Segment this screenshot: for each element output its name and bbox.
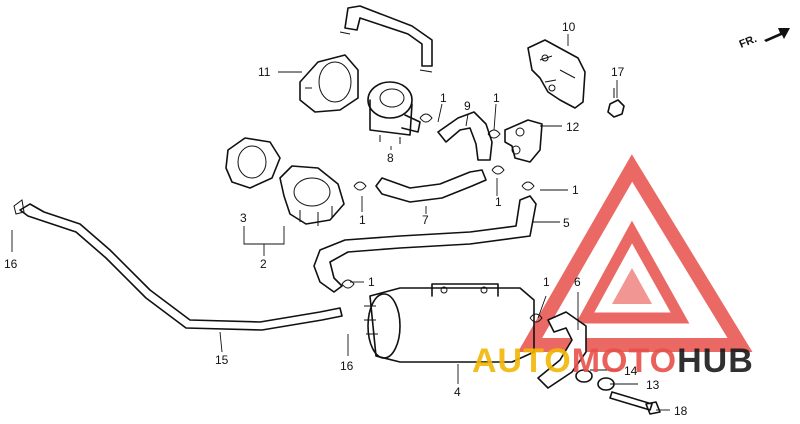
watermark-part-auto: AUTO bbox=[472, 342, 572, 380]
callout-10: 10 bbox=[562, 20, 576, 34]
forward-arrow-icon bbox=[764, 28, 790, 42]
callout-3: 3 bbox=[240, 211, 247, 225]
svg-text:AUTOMOTOHUB: AUTOMOTOHUB bbox=[472, 342, 754, 380]
callout-13: 13 bbox=[646, 378, 660, 392]
watermark-part-moto: MOTO bbox=[572, 342, 677, 380]
callout-5: 5 bbox=[563, 216, 570, 230]
callout-2: 2 bbox=[260, 257, 267, 271]
callout-14: 14 bbox=[624, 364, 638, 378]
callout-1c: 1 bbox=[495, 195, 502, 209]
rubber-mount-part-11 bbox=[299, 54, 359, 113]
callout-1g: 1 bbox=[543, 275, 550, 289]
callout-9: 9 bbox=[464, 99, 471, 113]
callout-16a: 16 bbox=[4, 257, 18, 271]
callout-1d: 1 bbox=[359, 213, 366, 227]
callout-15: 15 bbox=[215, 353, 229, 367]
fitting-part-12 bbox=[504, 119, 543, 163]
callout-8: 8 bbox=[387, 151, 394, 165]
hose-part-7 bbox=[375, 169, 487, 203]
fastener-parts-13-14-18 bbox=[575, 369, 661, 415]
callout-labels: 11 10 17 12 8 1 9 1 1 1 1 5 7 3 2 1 1 6 … bbox=[4, 20, 688, 418]
leader-lines bbox=[11, 34, 670, 411]
callout-17: 17 bbox=[611, 65, 625, 79]
fr-label: FR. bbox=[738, 33, 759, 51]
callout-4: 4 bbox=[454, 385, 461, 399]
bracket-part-10 bbox=[527, 39, 586, 109]
callout-1e: 1 bbox=[572, 183, 579, 197]
hose-part-15 bbox=[13, 199, 343, 331]
valve-part-8 bbox=[367, 81, 421, 144]
callout-12: 12 bbox=[566, 120, 580, 134]
watermark-text: AUTOMOTOHUB bbox=[472, 342, 754, 380]
watermark-logo bbox=[517, 154, 753, 352]
hose-part-6 bbox=[537, 311, 587, 389]
callout-6: 6 bbox=[574, 275, 581, 289]
valve-part-2 bbox=[279, 165, 345, 226]
callout-1f: 1 bbox=[368, 275, 375, 289]
callout-11: 11 bbox=[258, 65, 271, 79]
upper-hose bbox=[339, 5, 433, 73]
callout-18: 18 bbox=[674, 404, 688, 418]
hose-part-9 bbox=[437, 111, 493, 161]
callout-7: 7 bbox=[422, 213, 429, 227]
hose-part-5 bbox=[313, 195, 537, 293]
callout-1b: 1 bbox=[493, 91, 500, 105]
fr-direction-marker: FR. bbox=[738, 28, 790, 51]
ring-part-3 bbox=[225, 137, 281, 189]
callout-16b: 16 bbox=[340, 359, 354, 373]
watermark-part-hub: HUB bbox=[677, 342, 754, 380]
canister-part-4 bbox=[364, 283, 535, 363]
callout-1a: 1 bbox=[440, 91, 447, 105]
bolt-part-17 bbox=[607, 88, 625, 118]
